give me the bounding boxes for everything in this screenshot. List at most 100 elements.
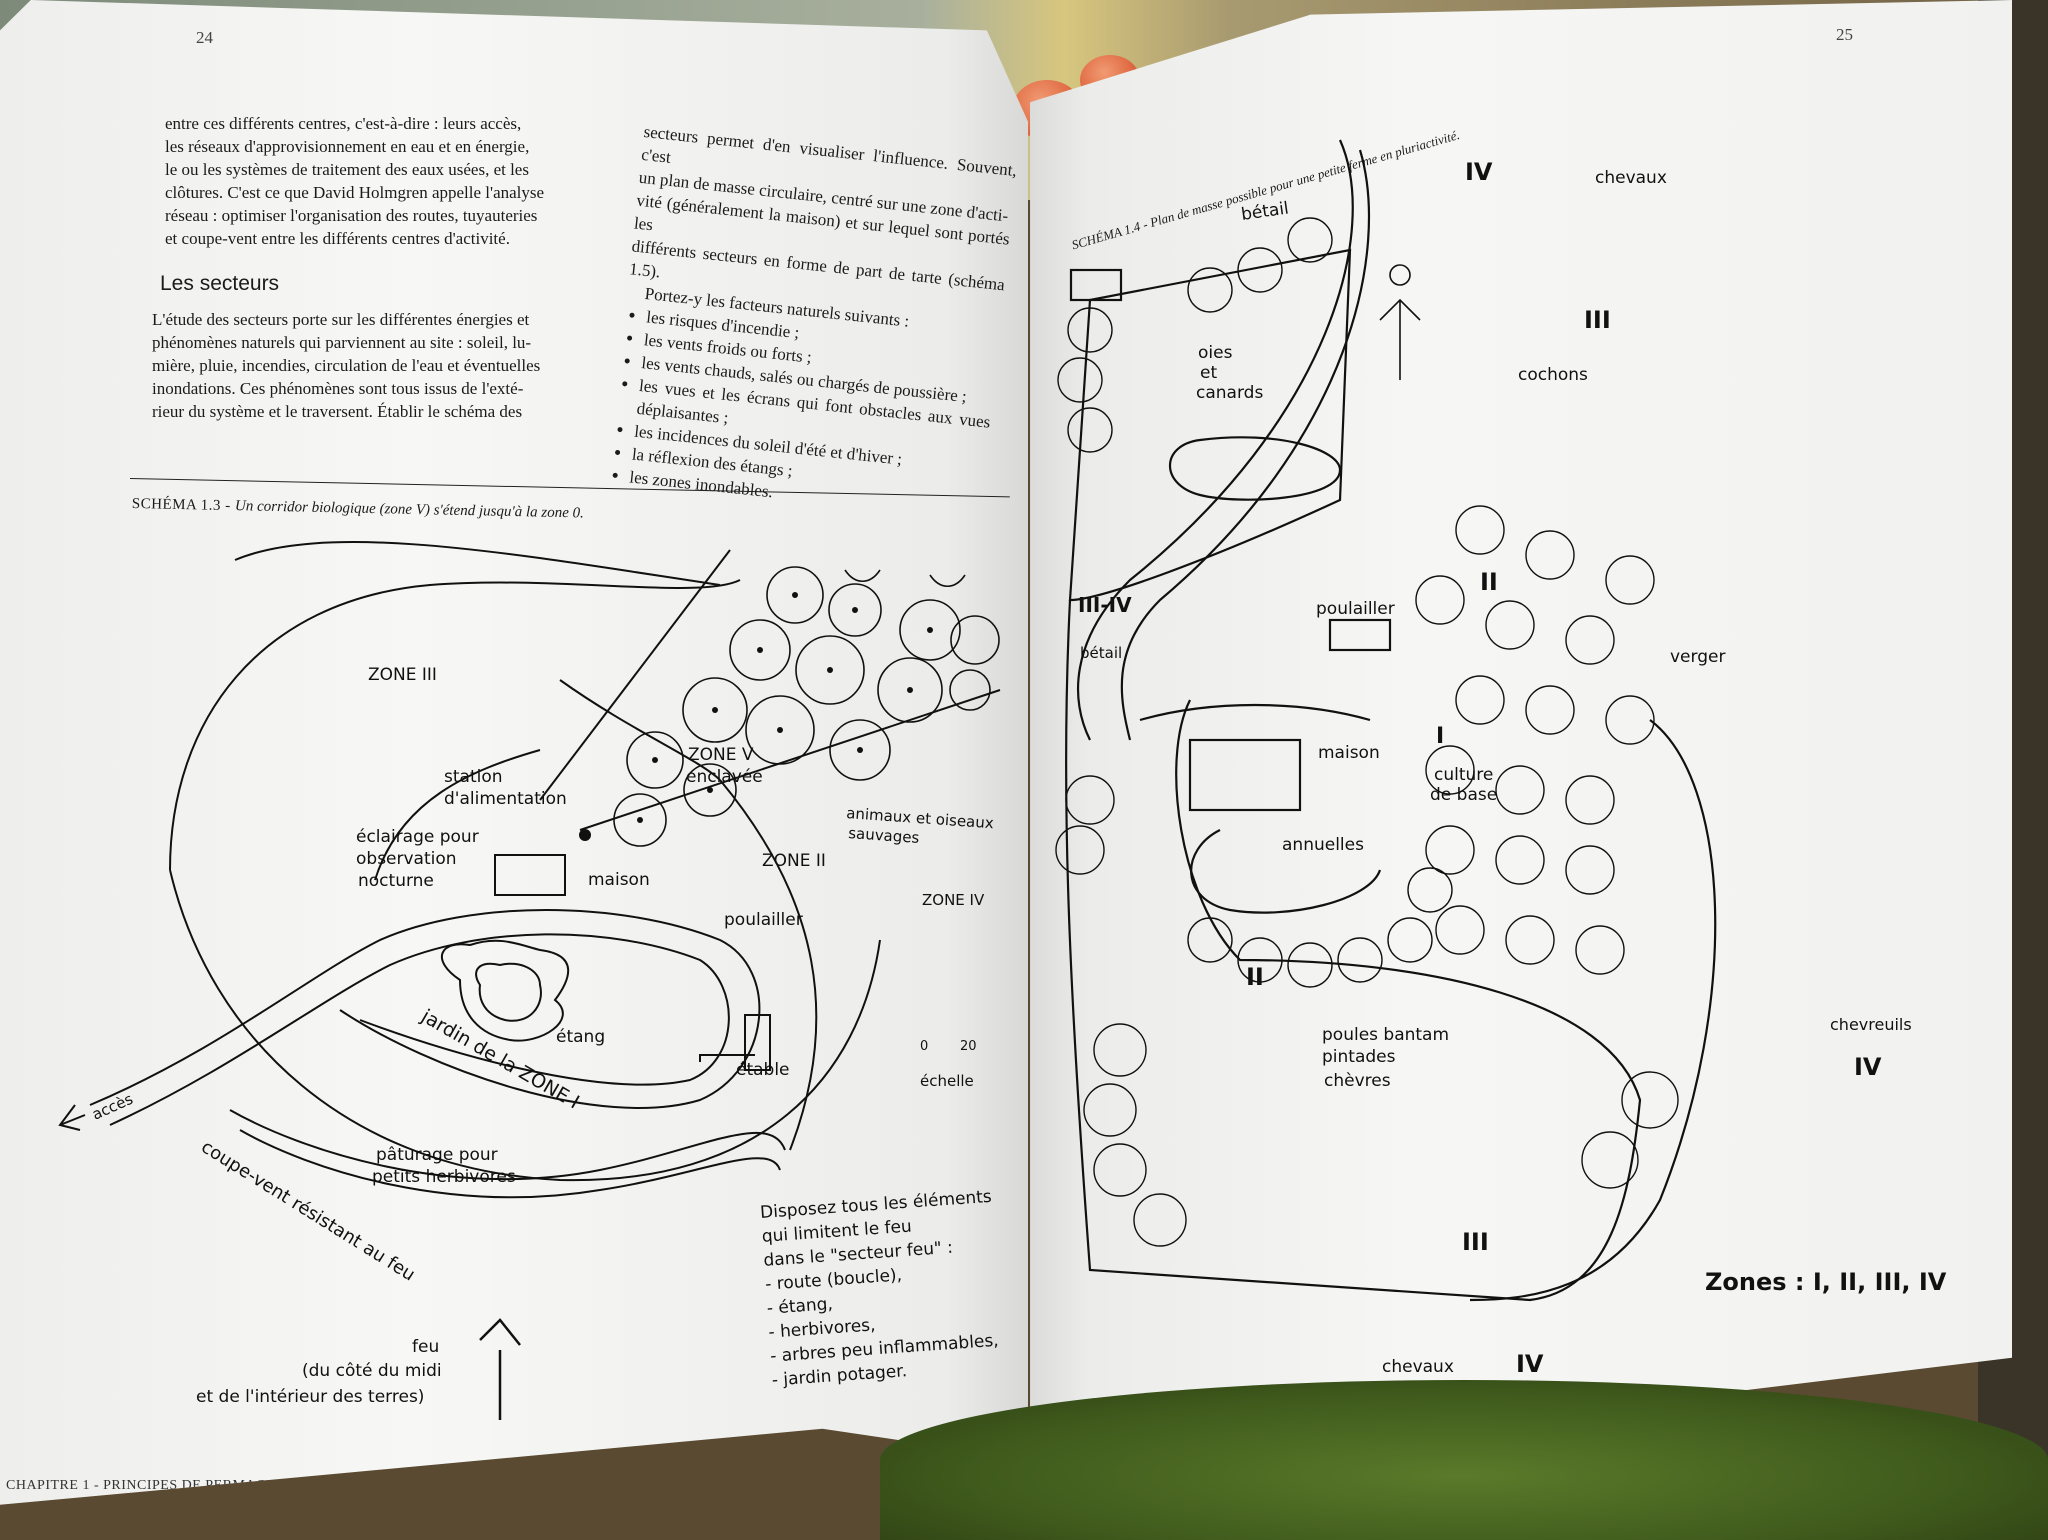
label-annuelles: annuelles bbox=[1282, 835, 1364, 855]
left-page-number: 24 bbox=[196, 28, 213, 47]
label-zone5-enclavee: enclavée bbox=[686, 767, 763, 787]
label-scale-0: 0 bbox=[920, 1039, 928, 1054]
text-line: phénomènes naturels qui parviennent au s… bbox=[152, 333, 532, 352]
label-etable: étable bbox=[736, 1060, 790, 1080]
forest-trees bbox=[613, 566, 1000, 847]
label-betail-top: bétail bbox=[1240, 198, 1290, 224]
label-eclairage-1: éclairage pour bbox=[356, 827, 479, 847]
garden-boundary bbox=[1139, 703, 1371, 722]
label-pintades: pintades bbox=[1322, 1047, 1396, 1067]
label-de-base: de base bbox=[1430, 785, 1497, 805]
text-line: entre ces différents centres, c'est-à-di… bbox=[165, 114, 522, 133]
text-line: réseau : optimiser l'organisation des ro… bbox=[165, 206, 538, 225]
pond bbox=[1168, 436, 1342, 501]
barn-symbol bbox=[744, 1014, 771, 1071]
green-fabric bbox=[880, 1380, 2048, 1540]
zone3-boundary bbox=[169, 579, 741, 871]
house-symbol bbox=[494, 854, 566, 896]
label-iv-top: IV bbox=[1465, 158, 1493, 186]
pond-outer bbox=[440, 939, 570, 1042]
label-verger: verger bbox=[1670, 647, 1725, 667]
label-zones-legend: Zones : I, II, III, IV bbox=[1705, 1268, 1947, 1296]
instruction-line: - jardin potager. bbox=[771, 1361, 907, 1390]
label-scale-20: 20 bbox=[960, 1039, 977, 1054]
label-oies: oies bbox=[1198, 343, 1233, 363]
label-echelle: échelle bbox=[920, 1072, 974, 1090]
access-road-inner bbox=[1120, 149, 1371, 741]
label-canards: canards bbox=[1196, 383, 1263, 403]
label-poulailler: poulailler bbox=[724, 910, 803, 930]
text-line: les réseaux d'approvisionnement en eau e… bbox=[165, 137, 530, 156]
label-cochons: cochons bbox=[1518, 365, 1588, 385]
corridor-edge-2 bbox=[579, 689, 1001, 831]
orchard-trees bbox=[1415, 505, 1655, 975]
left-col1-paragraph2: L'étude des secteurs porte sur les diffé… bbox=[152, 308, 592, 423]
poulailler-symbol bbox=[1328, 618, 1392, 652]
label-iv-right: IV bbox=[1854, 1053, 1882, 1081]
label-jardin-zone1: jardin de la ZONE I bbox=[417, 1005, 583, 1114]
corridor-edge-1 bbox=[539, 549, 731, 801]
house-symbol bbox=[1188, 738, 1302, 812]
label-feu-1: feu bbox=[412, 1337, 439, 1357]
label-zone-i: I bbox=[1436, 724, 1444, 749]
label-iii-top: III bbox=[1584, 306, 1611, 334]
annuelles-boundary bbox=[1190, 829, 1382, 914]
hedge-trees bbox=[1055, 217, 1679, 1247]
label-ii-low: II bbox=[1246, 963, 1264, 991]
left-col1-paragraph: entre ces différents centres, c'est-à-di… bbox=[165, 112, 597, 250]
instruction-line: Disposez tous les éléments bbox=[760, 1187, 993, 1223]
label-chevaux-bottom: chevaux bbox=[1382, 1357, 1454, 1377]
text-line: et coupe-vent entre les différents centr… bbox=[165, 229, 510, 248]
label-iii-iv: III-IV bbox=[1078, 593, 1132, 617]
label-et: et bbox=[1200, 363, 1217, 383]
scale-bar bbox=[699, 1054, 755, 1062]
label-paturage-2: petits herbivores bbox=[372, 1167, 516, 1187]
label-chevres: chèvres bbox=[1324, 1071, 1391, 1091]
label-poules-bantam: poules bantam bbox=[1322, 1025, 1449, 1045]
instruction-line: - étang, bbox=[766, 1294, 833, 1319]
label-animaux-2: sauvages bbox=[848, 824, 920, 847]
label-feu-3: et de l'intérieur des terres) bbox=[196, 1387, 424, 1407]
label-chevaux-top: chevaux bbox=[1595, 168, 1667, 188]
label-maison: maison bbox=[588, 870, 650, 890]
label-iii-bottom: III bbox=[1462, 1228, 1489, 1256]
label-station-2: d'alimentation bbox=[444, 789, 567, 809]
text-line: clôtures. C'est ce que David Holmgren ap… bbox=[165, 183, 545, 202]
label-culture: culture bbox=[1434, 765, 1493, 785]
forest-tree-centers bbox=[579, 592, 933, 841]
left-footer: CHAPITRE 1 - PRINCIPES DE PERMACULTURE bbox=[6, 1478, 323, 1493]
zone3-boundary-lower bbox=[1064, 599, 1642, 1302]
windbreak-inner bbox=[239, 1129, 781, 1199]
zone2-inner bbox=[374, 749, 541, 881]
text-line: rieur du système et le traversent. Établ… bbox=[152, 402, 523, 421]
zone4-inner bbox=[719, 779, 818, 1151]
schema-1-4-diagram: IV chevaux bétail III oies et canards co… bbox=[1055, 139, 1947, 1378]
text-line: le ou les systèmes de traitement des eau… bbox=[165, 160, 529, 179]
label-iv-bottom: IV bbox=[1516, 1350, 1544, 1378]
label-maison: maison bbox=[1318, 743, 1380, 763]
fire-instructions: Disposez tous les éléments qui limitent … bbox=[760, 1187, 1000, 1391]
text-line: mière, pluie, incendies, circulation de … bbox=[152, 356, 541, 375]
right-page: 25 SCHÉMA 1.4 - Plan de masse possible p… bbox=[1030, 0, 2012, 1431]
label-zone3: ZONE III bbox=[368, 665, 437, 685]
right-page-number: 25 bbox=[1836, 25, 1853, 44]
label-eclairage-2: observation bbox=[356, 849, 457, 869]
loop-road-outer bbox=[89, 909, 761, 1109]
label-eclairage-3: nocturne bbox=[358, 871, 434, 891]
left-page: 24 entre ces différents centres, c'est-à… bbox=[0, 0, 1028, 1505]
label-chevreuils: chevreuils bbox=[1830, 1015, 1912, 1034]
section-heading: Les secteurs bbox=[160, 272, 280, 295]
label-paturage-1: pâturage pour bbox=[376, 1145, 498, 1165]
label-ii-mid: II bbox=[1480, 568, 1498, 596]
sun-symbol bbox=[1389, 264, 1411, 286]
label-etang: étang bbox=[556, 1027, 605, 1047]
top-shelter-symbol bbox=[1069, 268, 1123, 302]
zone3-boundary-top bbox=[1068, 248, 1352, 602]
label-zone2: ZONE II bbox=[762, 851, 826, 871]
loop-road-inner bbox=[109, 933, 730, 1126]
zone3-top-boundary bbox=[234, 541, 721, 586]
windbreak-outer bbox=[229, 1109, 786, 1181]
orchard-outer bbox=[1469, 719, 1717, 1302]
label-zone5: ZONE V bbox=[688, 745, 754, 765]
label-poulailler: poulailler bbox=[1316, 599, 1395, 619]
